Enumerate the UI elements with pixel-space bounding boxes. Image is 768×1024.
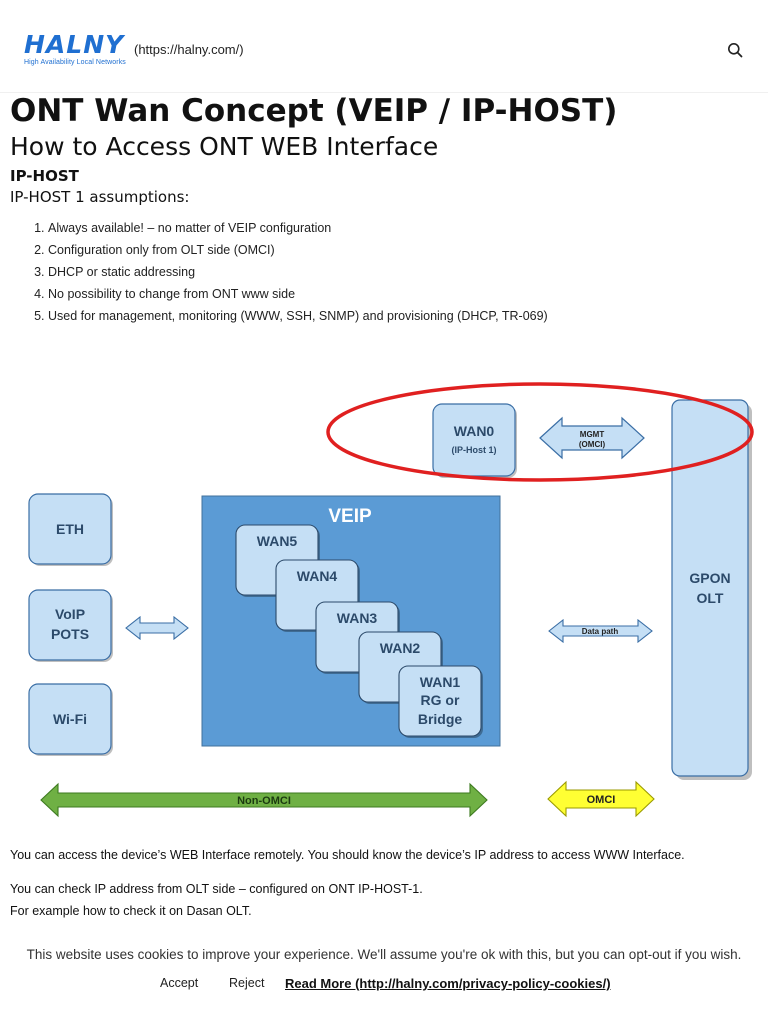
halny-logo[interactable]: HALNY High Availability Local Networks [24, 30, 126, 67]
eth-label: ETH [56, 521, 84, 537]
cookie-message: This website uses cookies to improve you… [26, 947, 742, 962]
wan1-line-2: Bridge [418, 711, 463, 727]
cookie-reject-button[interactable]: Reject [229, 976, 265, 990]
page-title: ONT Wan Concept (VEIP / IP-HOST) [10, 93, 618, 129]
voip-label: VoIP [55, 606, 85, 622]
non-omci-label: Non-OMCI [237, 795, 291, 807]
wan2-label: WAN2 [380, 640, 421, 656]
data-path-arrow: Data path [548, 618, 653, 644]
voip-pots-box: VoIP POTS [28, 589, 113, 662]
gpon-label-1: GPON [689, 570, 730, 586]
logo-tagline: High Availability Local Networks [24, 59, 126, 66]
logo-wordmark: HALNY [24, 30, 125, 59]
mgmt-label-1: MGMT [580, 430, 605, 439]
mgmt-arrow: MGMT (OMCI) [539, 416, 645, 460]
list-item: No possibility to change from ONT www si… [48, 283, 548, 305]
wifi-label: Wi-Fi [53, 711, 87, 727]
wan1-line-1: RG or [421, 692, 460, 708]
mgmt-label-2: (OMCI) [579, 440, 606, 449]
pots-label: POTS [51, 626, 89, 642]
non-omci-arrow: Non-OMCI [40, 782, 488, 818]
cookie-read-more-link[interactable]: Read More (http://halny.com/privacy-poli… [285, 976, 611, 991]
wan3-label: WAN3 [337, 610, 378, 626]
section-title: IP-HOST [10, 167, 79, 185]
wifi-box: Wi-Fi [28, 683, 113, 756]
article-subtitle: How to Access ONT WEB Interface [10, 132, 439, 161]
body-paragraph: For example how to check it on Dasan OLT… [10, 904, 252, 918]
wan0-box: WAN0 (IP-Host 1) [432, 403, 517, 478]
wan1-label: WAN1 [420, 674, 461, 690]
omci-arrow: OMCI [547, 780, 655, 818]
list-item: DHCP or static addressing [48, 261, 548, 283]
cookie-banner: This website uses cookies to improve you… [0, 936, 768, 1024]
wan0-sub-label: (IP-Host 1) [452, 445, 497, 455]
wan0-label: WAN0 [454, 423, 495, 439]
highlight-ellipse [326, 382, 754, 482]
wan4-label: WAN4 [297, 568, 338, 584]
ont-wan-diagram: GPON OLT WAN0 (IP-Host 1) MGMT (OMCI) ET… [0, 380, 768, 820]
wan5-label: WAN5 [257, 533, 298, 549]
body-paragraph: You can check IP address from OLT side –… [10, 882, 423, 896]
gpon-olt-box: GPON OLT [671, 399, 752, 780]
search-button[interactable] [727, 42, 745, 60]
eth-box: ETH [28, 493, 113, 566]
assumptions-list: Always available! – no matter of VEIP co… [10, 217, 548, 327]
site-url-link[interactable]: (https://halny.com/) [134, 42, 244, 57]
body-paragraph: You can access the device’s WEB Interfac… [10, 848, 685, 862]
search-icon [728, 43, 743, 58]
site-header: HALNY High Availability Local Networks (… [0, 0, 768, 93]
list-item: Configuration only from OLT side (OMCI) [48, 239, 548, 261]
section-subtitle: IP-HOST 1 assumptions: [10, 188, 190, 206]
cookie-accept-button[interactable]: Accept [160, 976, 199, 990]
list-item: Always available! – no matter of VEIP co… [48, 217, 548, 239]
left-double-arrow [125, 615, 189, 641]
omci-label: OMCI [587, 794, 616, 806]
data-path-label: Data path [582, 627, 619, 636]
wan1-box: WAN1 RG or Bridge [398, 665, 483, 738]
gpon-label-2: OLT [697, 590, 724, 606]
veip-title: VEIP [328, 506, 372, 527]
list-item: Used for management, monitoring (WWW, SS… [48, 305, 548, 327]
